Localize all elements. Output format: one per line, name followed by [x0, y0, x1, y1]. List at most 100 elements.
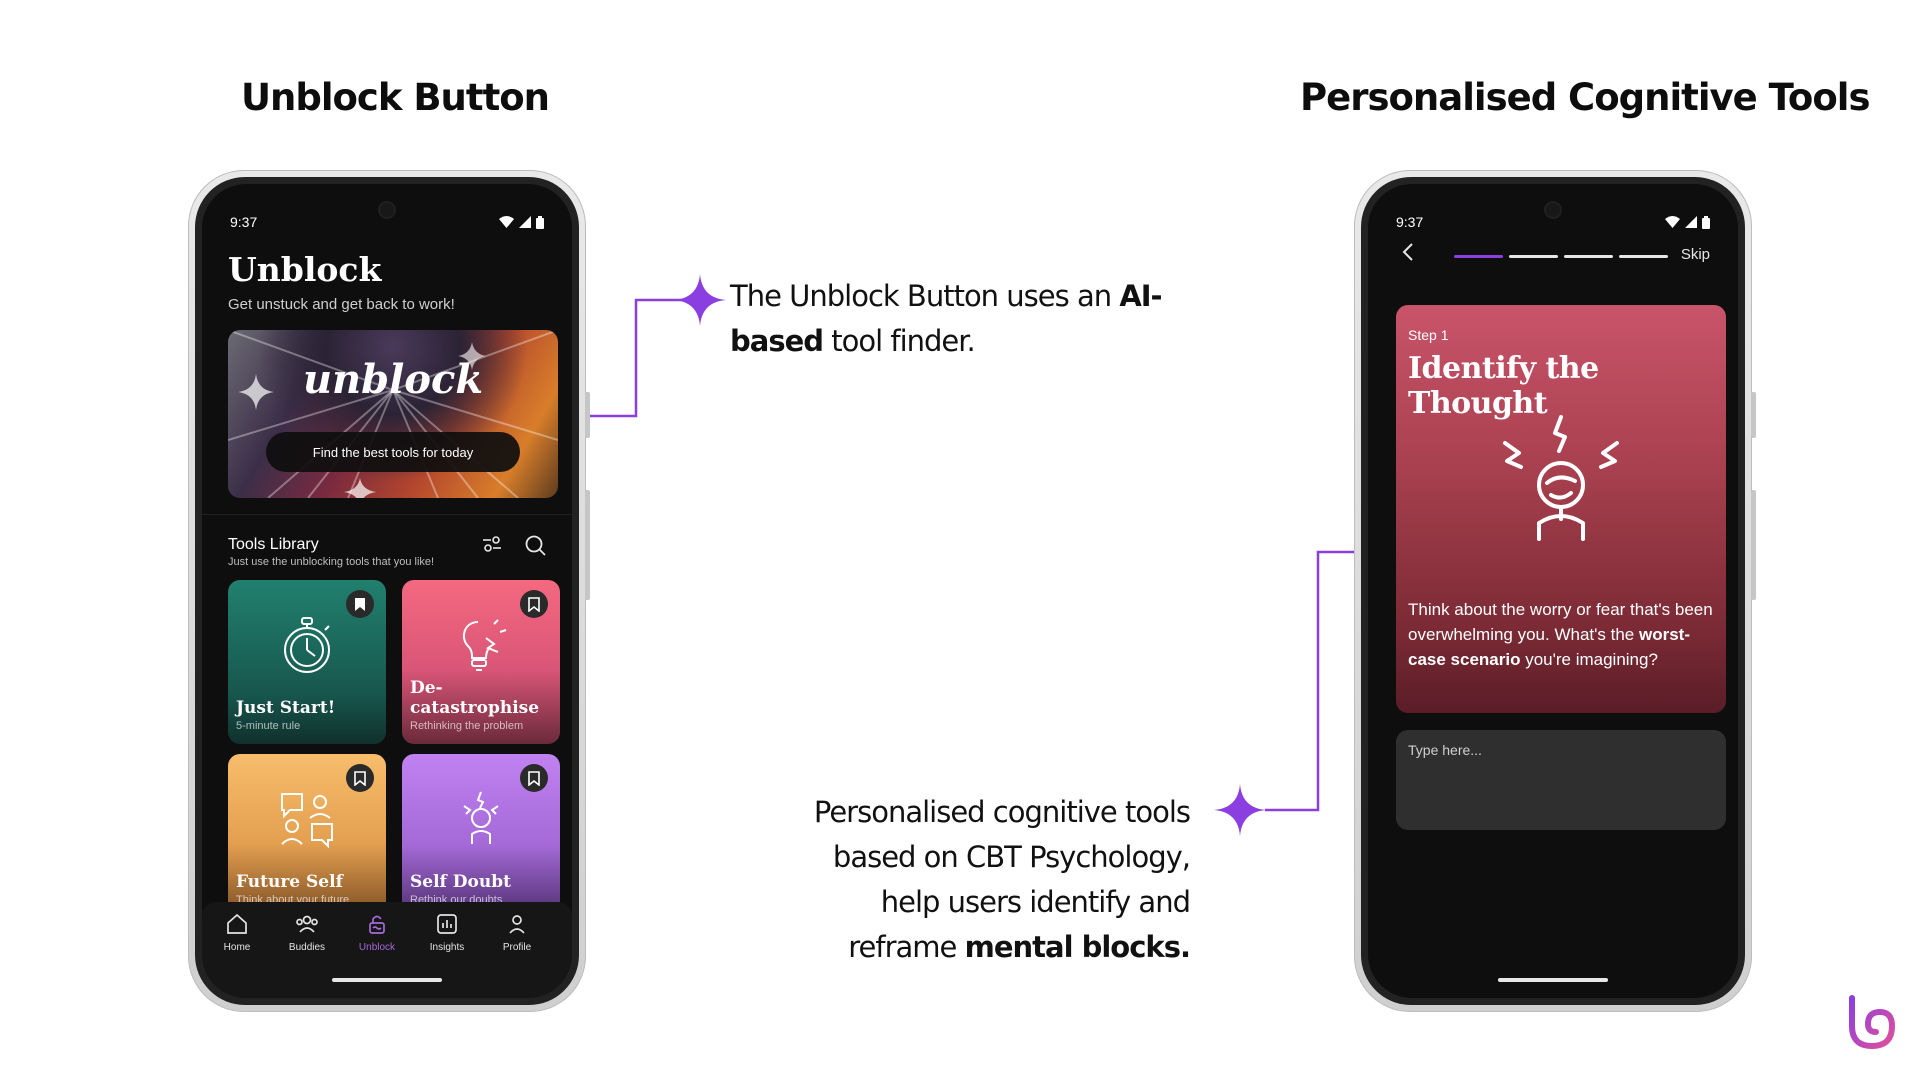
stressed-person-icon	[1503, 415, 1619, 541]
skip-button[interactable]: Skip	[1680, 246, 1710, 263]
battery-icon	[536, 215, 544, 229]
find-tools-button[interactable]: Find the best tools for today	[266, 432, 520, 472]
step-label: Step 1	[1408, 327, 1449, 343]
page-subtitle: Get unstuck and get back to work!	[228, 296, 455, 313]
filter-icon[interactable]	[482, 534, 502, 554]
status-time: 9:37	[1396, 214, 1424, 230]
unblock-banner[interactable]: unblock Find the best tools for today	[228, 330, 558, 498]
search-icon[interactable]	[524, 534, 546, 556]
step-prompt: Think about the worry or fear that's bee…	[1408, 597, 1714, 672]
phone-cognitive-tools: 9:37 Skip Step 1 Identify the Thought	[1354, 170, 1756, 1012]
callout-top-line1: The Unblock Button uses an	[730, 279, 1112, 313]
signal-icon	[519, 216, 531, 228]
card-title: Self Doubt	[410, 872, 511, 892]
nav-label: Unblock	[358, 942, 396, 953]
step-card: Step 1 Identify the Thought Think about …	[1396, 305, 1726, 713]
callout-top-line2: tool finder.	[831, 324, 976, 358]
callout-bottom-line2: based on CBT Psychology,	[832, 840, 1191, 874]
step-prompt-text: Think about the worry or fear that's bee…	[1408, 600, 1713, 644]
home-indicator[interactable]	[332, 978, 442, 982]
nav-item-profile[interactable]: Profile	[482, 912, 552, 953]
nav-label: Insights	[429, 942, 465, 953]
camera-icon	[1546, 203, 1560, 217]
bookmark-icon[interactable]	[346, 590, 374, 618]
phone-side-button	[1751, 490, 1756, 600]
callout-bottom-line4: reframe	[848, 930, 957, 964]
nav-item-insights[interactable]: Insights	[412, 912, 482, 953]
battery-icon	[1702, 215, 1710, 229]
unblock-icon	[369, 915, 385, 934]
callout-bottom-bold: mental blocks.	[964, 930, 1191, 964]
card-title: De-catastrophise	[410, 678, 540, 718]
answer-placeholder: Type here...	[1408, 742, 1482, 758]
stressed-person-icon	[402, 788, 560, 850]
step-prompt-bold: worst-case scenario	[1408, 625, 1690, 669]
step-prompt-end: you're imagining?	[1525, 650, 1658, 669]
brand-logo-icon	[1849, 995, 1896, 1050]
callout-top-bold1: AI-	[1119, 279, 1162, 313]
nav-label: Home	[223, 942, 251, 953]
progress-segment	[1454, 255, 1503, 258]
card-title: Future Self	[236, 872, 343, 892]
callout-bottom-line3: help users identify and	[880, 885, 1191, 919]
banner-word: unblock	[302, 356, 484, 403]
wifi-icon	[499, 216, 514, 228]
heading-unblock-button: Unblock Button	[240, 76, 550, 119]
home-icon	[227, 913, 247, 934]
stopwatch-icon	[228, 614, 386, 676]
nav-item-unblock[interactable]: Unblock	[342, 912, 412, 953]
progress-segment	[1509, 255, 1558, 258]
callout-ai-tool-finder: The Unblock Button uses an AI- based too…	[730, 274, 1200, 364]
library-actions	[482, 534, 546, 556]
lightbulb-icon	[402, 614, 560, 676]
step-progress	[1454, 255, 1668, 258]
page-title: Unblock	[228, 250, 382, 289]
tools-library-title: Tools Library	[228, 536, 319, 553]
wifi-icon	[1665, 216, 1680, 228]
bookmark-icon[interactable]	[520, 764, 548, 792]
phone-side-button	[585, 490, 590, 600]
card-subtitle: 5-minute rule	[236, 720, 301, 732]
phone-side-button	[1751, 392, 1756, 438]
status-icons	[499, 215, 544, 229]
callout-bottom-line1: Personalised cognitive tools	[813, 795, 1191, 829]
back-arrow-icon[interactable]	[1402, 242, 1414, 262]
answer-input[interactable]: Type here...	[1396, 730, 1726, 830]
phone-side-button	[585, 392, 590, 438]
nav-label: Buddies	[288, 942, 326, 953]
home-indicator[interactable]	[1498, 978, 1608, 982]
heading-personalised-cognitive-tools: Personalised Cognitive Tools	[1300, 76, 1870, 119]
bottom-nav: Home Buddies Unblock Insights Profile	[202, 902, 572, 998]
card-subtitle: Rethinking the problem	[410, 720, 524, 732]
person-icon	[509, 915, 525, 934]
nav-item-home[interactable]: Home	[202, 912, 272, 953]
bookmark-icon[interactable]	[520, 590, 548, 618]
cognitive-tool-screen: 9:37 Skip Step 1 Identify the Thought	[1368, 184, 1738, 998]
step-title: Identify the Thought	[1408, 351, 1599, 421]
status-bar: 9:37	[1396, 214, 1710, 230]
status-bar: 9:37	[230, 214, 544, 230]
people-icon	[296, 915, 318, 933]
tool-card-future-self[interactable]: Future Self Think about your future	[228, 754, 386, 918]
unblock-screen: 9:37 Unblock Get unstuck and get back to…	[202, 184, 572, 998]
progress-segment	[1619, 255, 1668, 258]
conversation-icon	[228, 788, 386, 850]
section-divider	[202, 514, 572, 515]
camera-icon	[380, 203, 394, 217]
callout-cognitive-tools: Personalised cognitive tools based on CB…	[720, 790, 1191, 970]
status-icons	[1665, 215, 1710, 229]
card-title: Just Start!	[236, 698, 336, 718]
progress-segment	[1564, 255, 1613, 258]
nav-item-buddies[interactable]: Buddies	[272, 912, 342, 953]
bookmark-icon[interactable]	[346, 764, 374, 792]
tools-library-subtitle: Just use the unblocking tools that you l…	[228, 556, 435, 568]
status-time: 9:37	[230, 214, 258, 230]
callout-top-bold2: based	[730, 324, 824, 358]
chart-icon	[437, 914, 457, 934]
tool-card-de-catastrophise[interactable]: De-catastrophise Rethinking the problem	[402, 580, 560, 744]
tool-card-just-start[interactable]: Just Start! 5-minute rule	[228, 580, 386, 744]
signal-icon	[1685, 216, 1697, 228]
nav-label: Profile	[502, 942, 532, 953]
phone-unblock: 9:37 Unblock Get unstuck and get back to…	[188, 170, 590, 1012]
tool-card-self-doubt[interactable]: Self Doubt Rethink our doubts	[402, 754, 560, 918]
